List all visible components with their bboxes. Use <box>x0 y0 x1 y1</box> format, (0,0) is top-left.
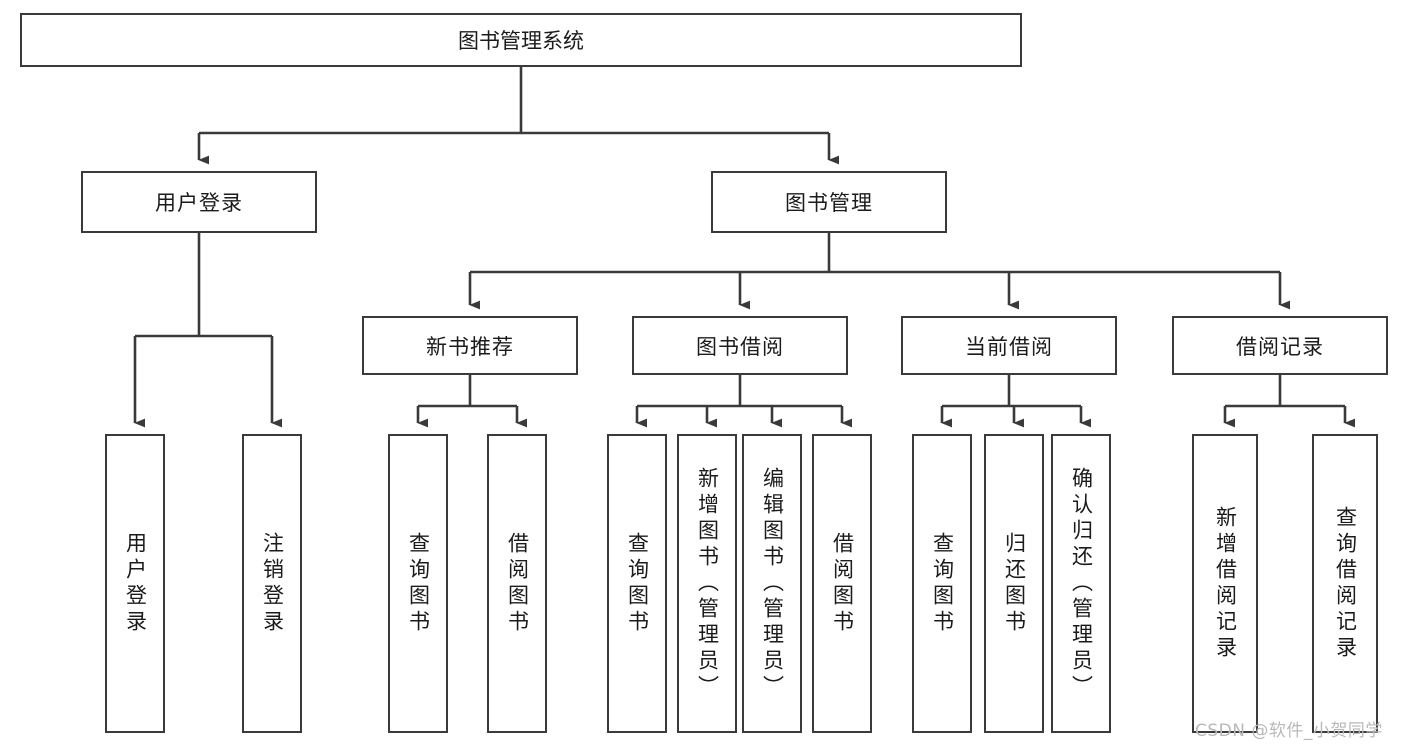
node-new-book-rec[interactable]: 新书推荐 <box>362 316 578 375</box>
node-leaf-bb-query-label: 查询图书 <box>625 531 650 636</box>
node-leaf-user-login-label: 用户登录 <box>123 531 148 636</box>
node-root[interactable]: 图书管理系统 <box>20 13 1022 67</box>
node-leaf-cb-confirm[interactable]: 确认归还（管理员） <box>1051 434 1111 733</box>
node-book-borrow[interactable]: 图书借阅 <box>632 316 848 375</box>
node-leaf-br-add-label: 新增借阅记录 <box>1213 505 1238 662</box>
node-current-borrow[interactable]: 当前借阅 <box>901 316 1117 375</box>
csdn-watermark: CSDN @软件_小贺同学 <box>1195 721 1383 741</box>
node-leaf-cb-confirm-label: 确认归还（管理员） <box>1069 466 1094 701</box>
node-leaf-bb-query[interactable]: 查询图书 <box>607 434 667 733</box>
node-leaf-bb-edit[interactable]: 编辑图书（管理员） <box>742 434 802 733</box>
node-borrow-record[interactable]: 借阅记录 <box>1172 316 1388 375</box>
node-book-borrow-label: 图书借阅 <box>696 334 784 359</box>
node-leaf-cb-query[interactable]: 查询图书 <box>912 434 972 733</box>
node-leaf-cb-query-label: 查询图书 <box>930 531 955 636</box>
node-leaf-bb-add-label: 新增图书（管理员） <box>695 466 720 701</box>
node-current-borrow-label: 当前借阅 <box>965 334 1053 359</box>
node-leaf-br-add[interactable]: 新增借阅记录 <box>1192 434 1258 733</box>
node-user-login-label: 用户登录 <box>155 191 243 215</box>
node-leaf-bb-borrow-label: 借阅图书 <box>830 531 855 636</box>
node-leaf-br-query-label: 查询借阅记录 <box>1333 505 1358 662</box>
node-leaf-cb-return[interactable]: 归还图书 <box>984 434 1044 733</box>
node-leaf-rec-query[interactable]: 查询图书 <box>388 434 448 733</box>
node-leaf-rec-borrow-label: 借阅图书 <box>505 531 530 636</box>
node-new-book-rec-label: 新书推荐 <box>426 334 514 359</box>
node-leaf-user-login[interactable]: 用户登录 <box>105 434 165 733</box>
node-book-manage-label: 图书管理 <box>785 191 873 215</box>
node-leaf-rec-borrow[interactable]: 借阅图书 <box>487 434 547 733</box>
node-leaf-br-query[interactable]: 查询借阅记录 <box>1312 434 1378 733</box>
node-user-login[interactable]: 用户登录 <box>81 171 317 233</box>
node-leaf-bb-borrow[interactable]: 借阅图书 <box>812 434 872 733</box>
node-leaf-cb-return-label: 归还图书 <box>1002 531 1027 636</box>
node-leaf-logout-label: 注销登录 <box>260 531 285 636</box>
node-leaf-bb-add[interactable]: 新增图书（管理员） <box>677 434 737 733</box>
node-borrow-record-label: 借阅记录 <box>1236 334 1324 359</box>
node-book-manage[interactable]: 图书管理 <box>711 171 947 233</box>
node-leaf-bb-edit-label: 编辑图书（管理员） <box>760 466 785 701</box>
node-leaf-logout[interactable]: 注销登录 <box>242 434 302 733</box>
node-leaf-rec-query-label: 查询图书 <box>406 531 431 636</box>
node-root-label: 图书管理系统 <box>458 29 584 53</box>
